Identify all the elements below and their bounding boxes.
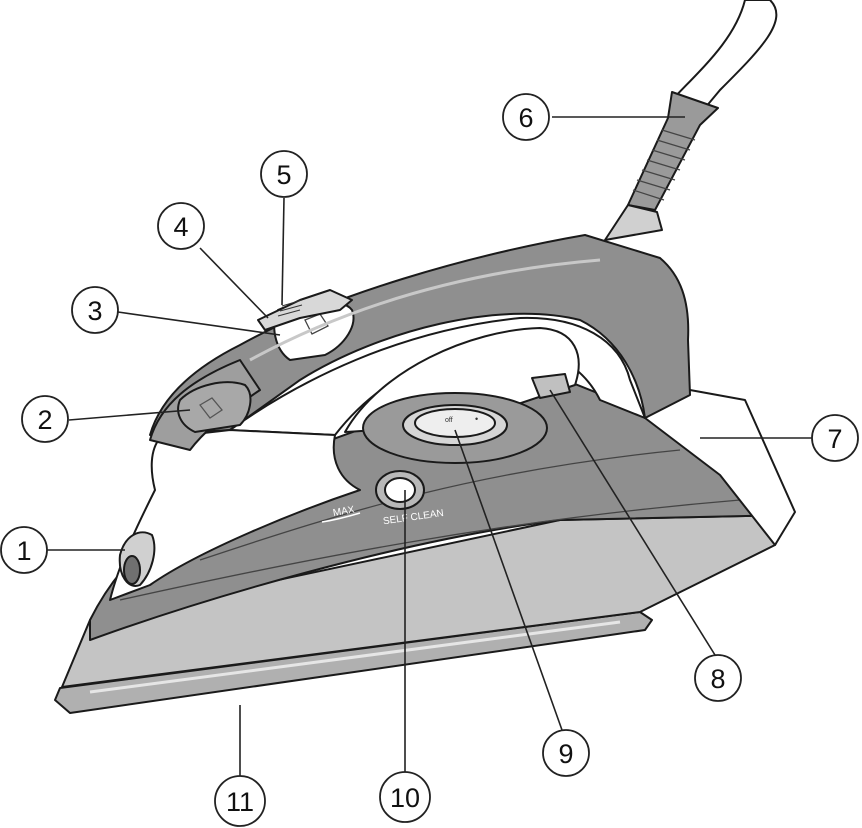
callout-9: 9 <box>543 730 589 776</box>
svg-text:1: 1 <box>16 536 31 566</box>
svg-text:2: 2 <box>37 405 52 435</box>
svg-text:3: 3 <box>87 296 102 326</box>
callout-6: 6 <box>503 94 549 140</box>
svg-text:11: 11 <box>226 787 254 817</box>
svg-text:8: 8 <box>710 664 725 694</box>
callout-8: 8 <box>695 655 741 701</box>
leader-4 <box>200 248 268 318</box>
svg-text:6: 6 <box>518 103 533 133</box>
leader-5 <box>282 198 284 305</box>
svg-text:4: 4 <box>173 212 188 242</box>
temperature-dial: • off <box>363 393 547 463</box>
callout-1: 1 <box>1 527 47 573</box>
callout-10: 10 <box>380 772 430 822</box>
svg-text:5: 5 <box>276 160 291 190</box>
svg-text:off: off <box>445 417 453 424</box>
callout-7: 7 <box>812 415 858 461</box>
callout-3: 3 <box>72 287 118 333</box>
self-clean-button <box>376 471 424 509</box>
callout-2: 2 <box>22 396 68 442</box>
svg-text:10: 10 <box>390 783 420 813</box>
callout-11: 11 <box>215 776 265 826</box>
svg-text:•: • <box>475 414 478 424</box>
callout-5: 5 <box>261 151 307 197</box>
cord-anti-kink-sleeve <box>605 92 718 240</box>
leader-3 <box>118 312 280 335</box>
callout-4: 4 <box>158 203 204 249</box>
svg-text:7: 7 <box>827 424 842 454</box>
svg-text:9: 9 <box>558 739 573 769</box>
